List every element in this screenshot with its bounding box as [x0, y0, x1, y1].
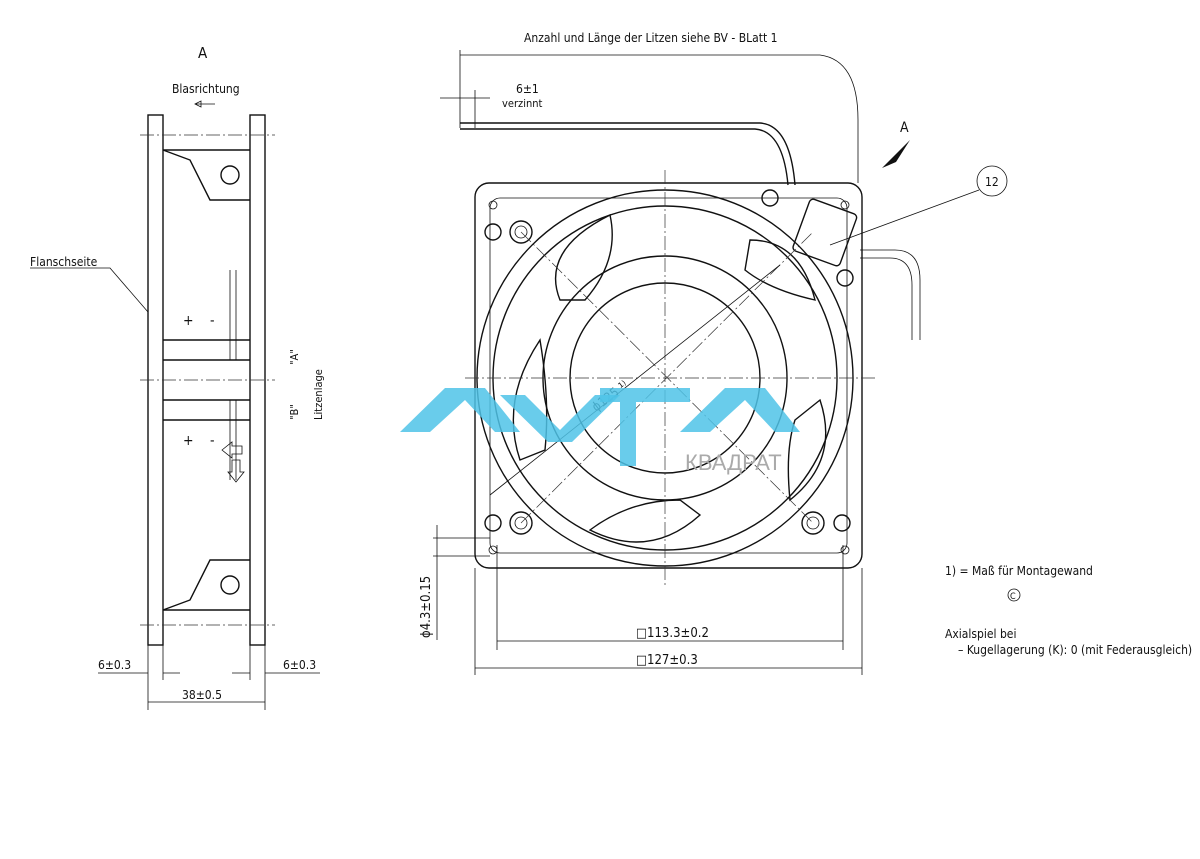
watermark-sub: КВАДРАТ — [685, 450, 782, 475]
ground-screw-top — [220, 165, 240, 185]
dim-outer: □127±0.3 — [636, 653, 698, 668]
dim-strip: 6±1 — [516, 82, 539, 96]
position-b-label: "B" — [288, 404, 301, 420]
side-leads — [860, 249, 921, 340]
plus-sign-top: + — [183, 313, 194, 329]
c-mark: C — [1010, 592, 1016, 602]
housing-struts — [162, 149, 250, 611]
front-dimension-lines — [433, 525, 863, 675]
leads-note: Anzahl und Länge der Litzen siehe BV - B… — [524, 31, 777, 45]
side-view: A Blasrichtung Flanschseite + - + - "B" … — [30, 44, 325, 710]
balloon-circle — [976, 165, 1008, 197]
balloon-number: 12 — [985, 175, 999, 189]
position-a-label: "A" — [288, 349, 301, 365]
dim-flange-right: 6±0.3 — [283, 658, 316, 672]
front-centerlines — [465, 170, 875, 585]
lead-direction-arrows — [221, 441, 245, 483]
dim-flange-left: 6±0.3 — [98, 658, 131, 672]
leads-side — [229, 270, 237, 480]
axial-item: – Kugellagerung (K): 0 (mit Federausglei… — [958, 643, 1192, 657]
dim-hole-spacing: □113.3±0.2 — [636, 626, 709, 641]
diameter-line — [489, 264, 781, 496]
strip-note: verzinnt — [502, 97, 543, 110]
lead-wires — [460, 122, 796, 186]
dim-depth: 38±0.5 — [182, 688, 222, 702]
side-centerlines — [140, 134, 275, 626]
connector — [792, 198, 858, 267]
view-label-a: A — [198, 44, 208, 62]
view-arrow — [882, 140, 910, 168]
plus-sign-bottom: + — [183, 433, 194, 449]
blow-direction-arrow — [194, 100, 215, 108]
axial-title: Axialspiel bei — [945, 627, 1016, 641]
notes: 1) = Maß für Montagewand C Axialspiel be… — [945, 564, 1192, 657]
flange-side-leader — [30, 267, 149, 313]
blow-direction-label: Blasrichtung — [172, 82, 240, 96]
strip-dimension-line — [440, 90, 490, 128]
fan-frame — [474, 182, 863, 569]
ground-screw-bottom — [220, 575, 240, 595]
c-mark-circle — [1007, 588, 1021, 602]
side-dimension-lines — [98, 645, 320, 710]
flange-side-label: Flanschseite — [30, 255, 98, 269]
minus-sign-top: - — [210, 313, 215, 329]
view-arrow-label: A — [900, 120, 909, 136]
fan-blades — [512, 213, 827, 543]
fan-frame-inner — [489, 197, 848, 554]
balloon-leader — [829, 189, 980, 246]
watermark-logo: КВАДРАТ — [400, 388, 800, 475]
lead-position-label: Litzenlage — [312, 369, 325, 420]
housing-lines — [163, 149, 250, 611]
front-view: Anzahl und Länge der Litzen siehe BV - B… — [419, 31, 1008, 675]
minus-sign-bottom: - — [210, 433, 215, 449]
leads-dimension-line — [459, 50, 859, 183]
footnote: 1) = Maß für Montagewand — [945, 564, 1093, 578]
dim-hole: ϕ4.3±0.15 — [419, 576, 434, 638]
